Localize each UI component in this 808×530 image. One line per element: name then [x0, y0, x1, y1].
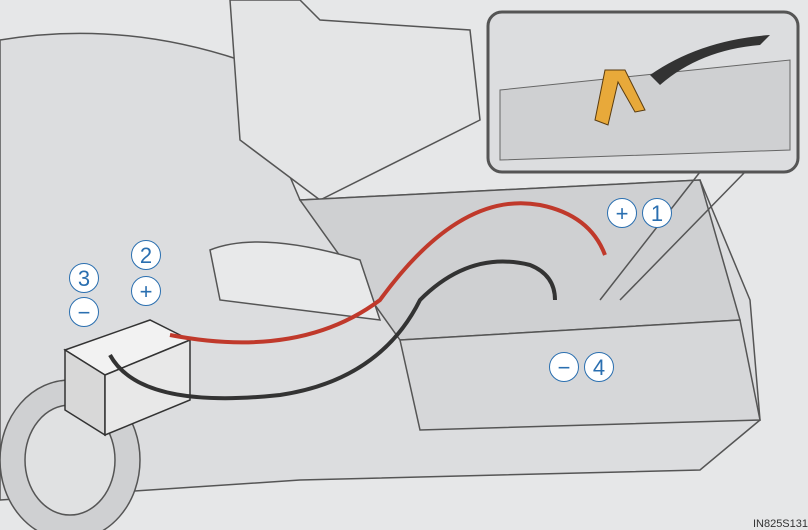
inset-box — [486, 10, 800, 301]
callout-plus-terminal-1: + — [607, 198, 637, 228]
red-cable — [169, 201, 607, 345]
callout-minus-terminal-3: − — [69, 297, 99, 327]
callout-3: 3 — [69, 263, 99, 293]
callout-4: 4 — [584, 352, 614, 382]
arrow — [650, 35, 770, 85]
callout-1: 1 — [642, 198, 672, 228]
figure-code: IN825S131 — [752, 518, 808, 530]
callout-plus-terminal-2: + — [131, 276, 161, 306]
black-cable — [108, 259, 557, 401]
tow-hook — [594, 69, 646, 126]
callout-minus-terminal-4: − — [549, 352, 579, 382]
callout-2: 2 — [131, 240, 161, 270]
